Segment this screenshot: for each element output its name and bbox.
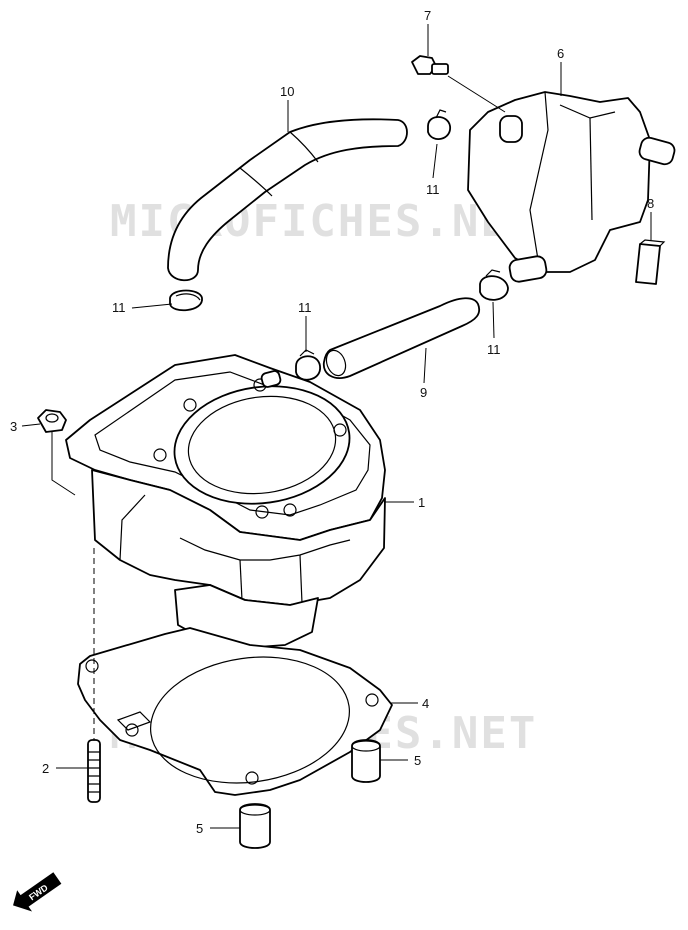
dowel-part-b xyxy=(239,803,271,849)
callout-3: 3 xyxy=(10,419,17,434)
stud-part xyxy=(87,739,101,803)
callout-9: 9 xyxy=(420,385,427,400)
callout-7: 7 xyxy=(424,8,431,23)
cylinder-part xyxy=(65,354,386,649)
nut-part xyxy=(37,409,67,433)
callout-11-left: 11 xyxy=(112,300,126,315)
callout-11-mid: 11 xyxy=(298,300,312,315)
callout-1: 1 xyxy=(418,495,425,510)
hose-lower-part xyxy=(322,297,481,379)
dowel-part-a xyxy=(351,739,381,783)
callout-8: 8 xyxy=(647,196,654,211)
clamp-part-c xyxy=(479,269,509,301)
reservoir-part xyxy=(467,91,676,283)
fwd-arrow-icon: FWD xyxy=(13,872,62,912)
bolt-part xyxy=(411,55,449,75)
callout-5-right: 5 xyxy=(414,753,421,768)
callout-11-right: 11 xyxy=(487,342,501,357)
callout-2: 2 xyxy=(42,761,49,776)
callout-10: 10 xyxy=(280,84,294,99)
callout-6: 6 xyxy=(557,46,564,61)
clamp-part-d xyxy=(295,349,321,381)
callout-11-upper: 11 xyxy=(426,182,440,197)
clamp-part-a xyxy=(427,109,451,140)
gasket-part xyxy=(77,627,393,796)
leader-lines xyxy=(21,24,652,829)
callout-5-left: 5 xyxy=(196,821,203,836)
callout-4: 4 xyxy=(422,696,429,711)
clamp-part-b xyxy=(169,289,203,312)
hose-upper-part xyxy=(167,118,408,282)
pad-part xyxy=(635,239,666,285)
